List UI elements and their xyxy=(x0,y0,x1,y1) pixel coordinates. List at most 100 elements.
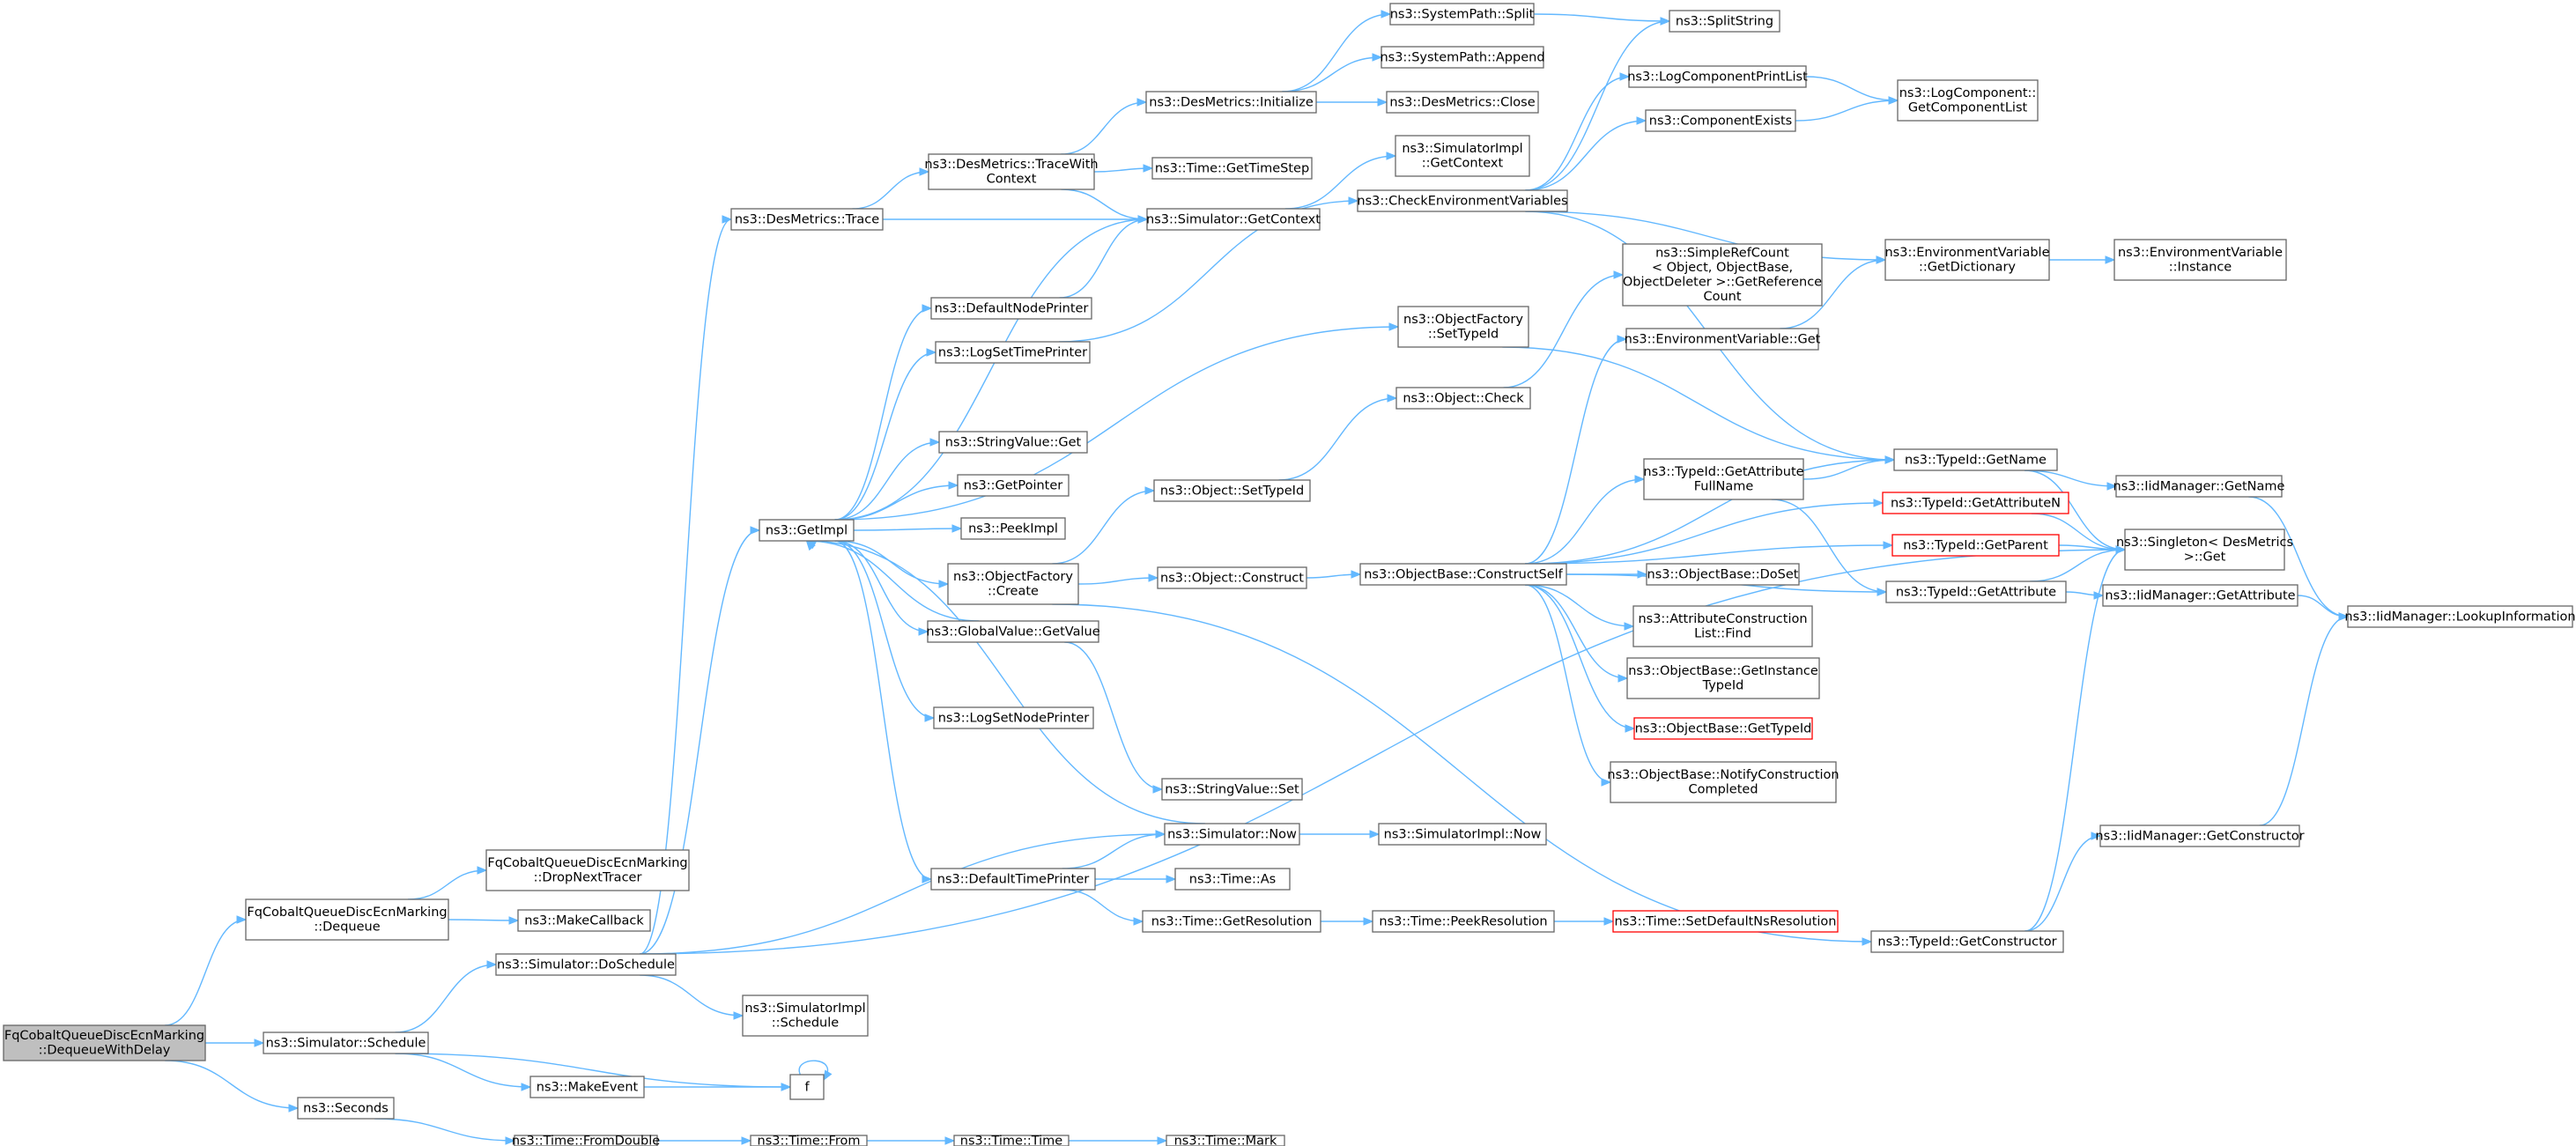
node-getparent[interactable]: ns3::TypeId::GetParent xyxy=(1891,534,2060,557)
node-compexists[interactable]: ns3::ComponentExists xyxy=(1645,109,1796,132)
edge-line xyxy=(395,1053,531,1088)
edge-arrowhead xyxy=(1888,96,1899,105)
node-dminit[interactable]: ns3::DesMetrics::Initialize xyxy=(1145,91,1317,114)
node-schedule[interactable]: ns3::Simulator::Schedule xyxy=(263,1031,429,1054)
node-makecallback[interactable]: ns3::MakeCallback xyxy=(517,909,651,932)
node-label: ::Dequeue xyxy=(314,920,380,935)
node-splitstring[interactable]: ns3::SplitString xyxy=(1669,10,1780,33)
node-stringvalueset[interactable]: ns3::StringValue::Set xyxy=(1161,778,1303,801)
node-iidgetattribute[interactable]: ns3::IidManager::GetAttribute xyxy=(2102,584,2298,607)
node-box xyxy=(1142,910,1321,933)
node-label: ns3::IidManager::GetAttribute xyxy=(2105,588,2295,603)
node-label: ns3::ObjectFactory xyxy=(1403,313,1523,327)
edge-arrowhead xyxy=(1617,335,1628,344)
node-desmetricstrace[interactable]: ns3::DesMetrics::Trace xyxy=(730,208,884,231)
node-getimpl[interactable]: ns3::GetImpl xyxy=(759,519,855,542)
edge-defaulttimeprinter-to-getresolution xyxy=(1062,889,1144,926)
node-iidgetname[interactable]: ns3::IidManager::GetName xyxy=(2113,475,2285,498)
node-getattribute[interactable]: ns3::TypeId::GetAttribute xyxy=(1885,580,2067,603)
node-timetime[interactable]: ns3::Time::Time xyxy=(953,1134,1070,1146)
edge-dminit-to-append xyxy=(1282,53,1383,92)
node-seconds[interactable]: ns3::Seconds xyxy=(297,1097,395,1120)
node-fromdouble[interactable]: ns3::Time::FromDouble xyxy=(512,1134,660,1146)
node-objcheck[interactable]: ns3::Object::Check xyxy=(1395,387,1531,410)
node-gettimestep[interactable]: ns3::Time::GetTimeStep xyxy=(1151,157,1313,180)
node-logsetnodeprinter[interactable]: ns3::LogSetNodePrinter xyxy=(933,706,1094,729)
node-dmclose[interactable]: ns3::DesMetrics::Close xyxy=(1386,91,1539,114)
node-peekimpl[interactable]: ns3::PeekImpl xyxy=(960,517,1066,540)
node-defaultnodeprinter[interactable]: ns3::DefaultNodePrinter xyxy=(930,297,1092,320)
edge-getimpl-to-globalvalue xyxy=(834,540,929,636)
edge-arrowhead xyxy=(1381,10,1392,18)
node-notifyconstruction[interactable]: ns3::ObjectBase::NotifyConstructionCompl… xyxy=(1607,761,1839,803)
node-label: ::Create xyxy=(988,585,1039,599)
node-dropnext[interactable]: FqCobaltQueueDiscEcnMarking::DropNextTra… xyxy=(485,849,690,891)
node-stringvalueget[interactable]: ns3::StringValue::Get xyxy=(938,431,1088,454)
node-timeas[interactable]: ns3::Time::As xyxy=(1174,868,1291,891)
node-from[interactable]: ns3::Time::From xyxy=(750,1134,868,1146)
edge-line xyxy=(1802,459,1895,480)
node-defaulttimeprinter[interactable]: ns3::DefaultTimePrinter xyxy=(930,868,1096,891)
node-envinstance[interactable]: ns3::EnvironmentVariable::Instance xyxy=(2113,239,2287,281)
node-getcontext[interactable]: ns3::Simulator::GetContext xyxy=(1146,208,1321,231)
edge-line xyxy=(1795,100,1899,122)
edge-line xyxy=(407,869,487,900)
node-ofsettypeid[interactable]: ns3::ObjectFactory::SetTypeId xyxy=(1397,306,1529,348)
node-getconstructor[interactable]: ns3::TypeId::GetConstructor xyxy=(1870,930,2064,953)
node-iidgetconstructor[interactable]: ns3::IidManager::GetConstructor xyxy=(2095,824,2305,847)
node-getpointer[interactable]: ns3::GetPointer xyxy=(957,474,1070,497)
node-obgettypeid[interactable]: ns3::ObjectBase::GetTypeId xyxy=(1633,717,1813,740)
edge-line xyxy=(1525,584,1635,729)
node-globalvalue[interactable]: ns3::GlobalValue::GetValue xyxy=(926,620,1100,643)
node-box xyxy=(1372,910,1555,933)
node-checkenv[interactable]: ns3::CheckEnvironmentVariables xyxy=(1357,189,1568,212)
node-logcompprintlist[interactable]: ns3::LogComponentPrintList xyxy=(1627,65,1808,88)
node-f[interactable]: f xyxy=(789,1074,825,1100)
node-label: ns3::SystemPath::Append xyxy=(1380,50,1544,64)
node-simnow[interactable]: ns3::Simulator::Now xyxy=(1164,823,1300,846)
node-simplerefcount[interactable]: ns3::SimpleRefCount< Object, ObjectBase,… xyxy=(1622,243,1823,307)
node-constructself[interactable]: ns3::ObjectBase::ConstructSelf xyxy=(1359,563,1567,586)
edge-defaulttimeprinter-to-timeas xyxy=(1095,875,1177,884)
edge-arrowhead xyxy=(1133,917,1144,926)
node-logcompgetlist[interactable]: ns3::LogComponent::GetComponentList xyxy=(1897,79,2039,122)
node-append[interactable]: ns3::SystemPath::Append xyxy=(1380,46,1545,69)
node-getattributen[interactable]: ns3::TypeId::GetAttributeN xyxy=(1882,492,2069,514)
node-label: ns3::SimulatorImpl xyxy=(1402,142,1522,156)
node-ofcreate[interactable]: ns3::ObjectFactory::Create xyxy=(947,563,1079,605)
node-box xyxy=(750,1135,868,1146)
node-box xyxy=(742,994,869,1037)
edge-constructself-to-getparent xyxy=(1525,541,1894,565)
node-root[interactable]: FqCobaltQueueDiscEcnMarking::DequeueWith… xyxy=(3,1024,206,1061)
node-setdefaultns[interactable]: ns3::Time::SetDefaultNsResolution xyxy=(1612,910,1839,933)
node-simimplgetcontext[interactable]: ns3::SimulatorImpl::GetContext xyxy=(1395,135,1530,177)
node-objconstruct[interactable]: ns3::Object::Construct xyxy=(1157,566,1307,589)
edge-globalvalue-to-stringvalueset xyxy=(1064,641,1164,794)
edge-arrowhead xyxy=(1388,322,1400,331)
node-box xyxy=(1646,563,1800,586)
node-simimplschedule[interactable]: ns3::SimulatorImpl::Schedule xyxy=(742,994,869,1037)
node-getresolution[interactable]: ns3::Time::GetResolution xyxy=(1142,910,1321,933)
node-singletonget[interactable]: ns3::Singleton< DesMetrics>::Get xyxy=(2116,529,2293,571)
node-objsettypeid[interactable]: ns3::Object::SetTypeId xyxy=(1153,479,1311,502)
node-envgetdict[interactable]: ns3::EnvironmentVariable::GetDictionary xyxy=(1884,239,2050,281)
edge-typeidgetname-to-iidgetname xyxy=(2024,469,2118,491)
node-iidlookup[interactable]: ns3::IidManager::LookupInformation xyxy=(2344,605,2576,628)
node-doschedule[interactable]: ns3::Simulator::DoSchedule xyxy=(495,953,677,976)
node-dequeue[interactable]: FqCobaltQueueDiscEcnMarking::Dequeue xyxy=(245,898,449,941)
node-logsettimeprinter[interactable]: ns3::LogSetTimePrinter xyxy=(935,341,1091,364)
node-mark[interactable]: ns3::Time::Mark xyxy=(1166,1134,1285,1146)
node-peekresolution[interactable]: ns3::Time::PeekResolution xyxy=(1372,910,1555,933)
node-makeevent[interactable]: ns3::MakeEvent xyxy=(529,1076,645,1098)
edge-line xyxy=(1525,584,1634,627)
node-typeidgetname[interactable]: ns3::TypeId::GetName xyxy=(1893,448,2058,471)
edge-line xyxy=(852,171,929,210)
node-doset[interactable]: ns3::ObjectBase::DoSet xyxy=(1646,563,1800,586)
node-simimplnow[interactable]: ns3::SimulatorImpl::Now xyxy=(1378,823,1547,846)
node-envget[interactable]: ns3::EnvironmentVariable::Get xyxy=(1625,328,1821,351)
node-split[interactable]: ns3::SystemPath::Split xyxy=(1389,3,1535,26)
